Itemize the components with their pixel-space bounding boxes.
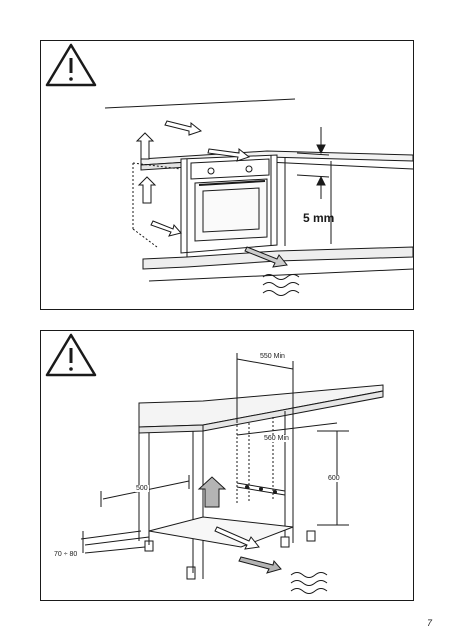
installation-figure-dimensions: 550 Min 560 Min 600 500 70 ÷ 80 <box>40 330 414 601</box>
dim-plinth-label: 70 ÷ 80 <box>53 551 79 558</box>
ventilation-illustration <box>45 43 413 296</box>
gap-label: 5 mm <box>303 211 335 225</box>
warning-triangle-icon <box>45 333 97 377</box>
installation-figure-ventilation: 5 mm <box>40 40 414 310</box>
dim-width-label: 560 Min <box>263 435 290 442</box>
dim-top-depth-label: 550 Min <box>259 353 286 360</box>
warning-triangle-icon <box>45 43 97 87</box>
dim-height-label: 600 <box>327 475 341 482</box>
page-number: 7 <box>426 618 432 628</box>
dimensions-illustration <box>45 333 384 594</box>
dim-depth-label: 500 <box>135 485 149 492</box>
